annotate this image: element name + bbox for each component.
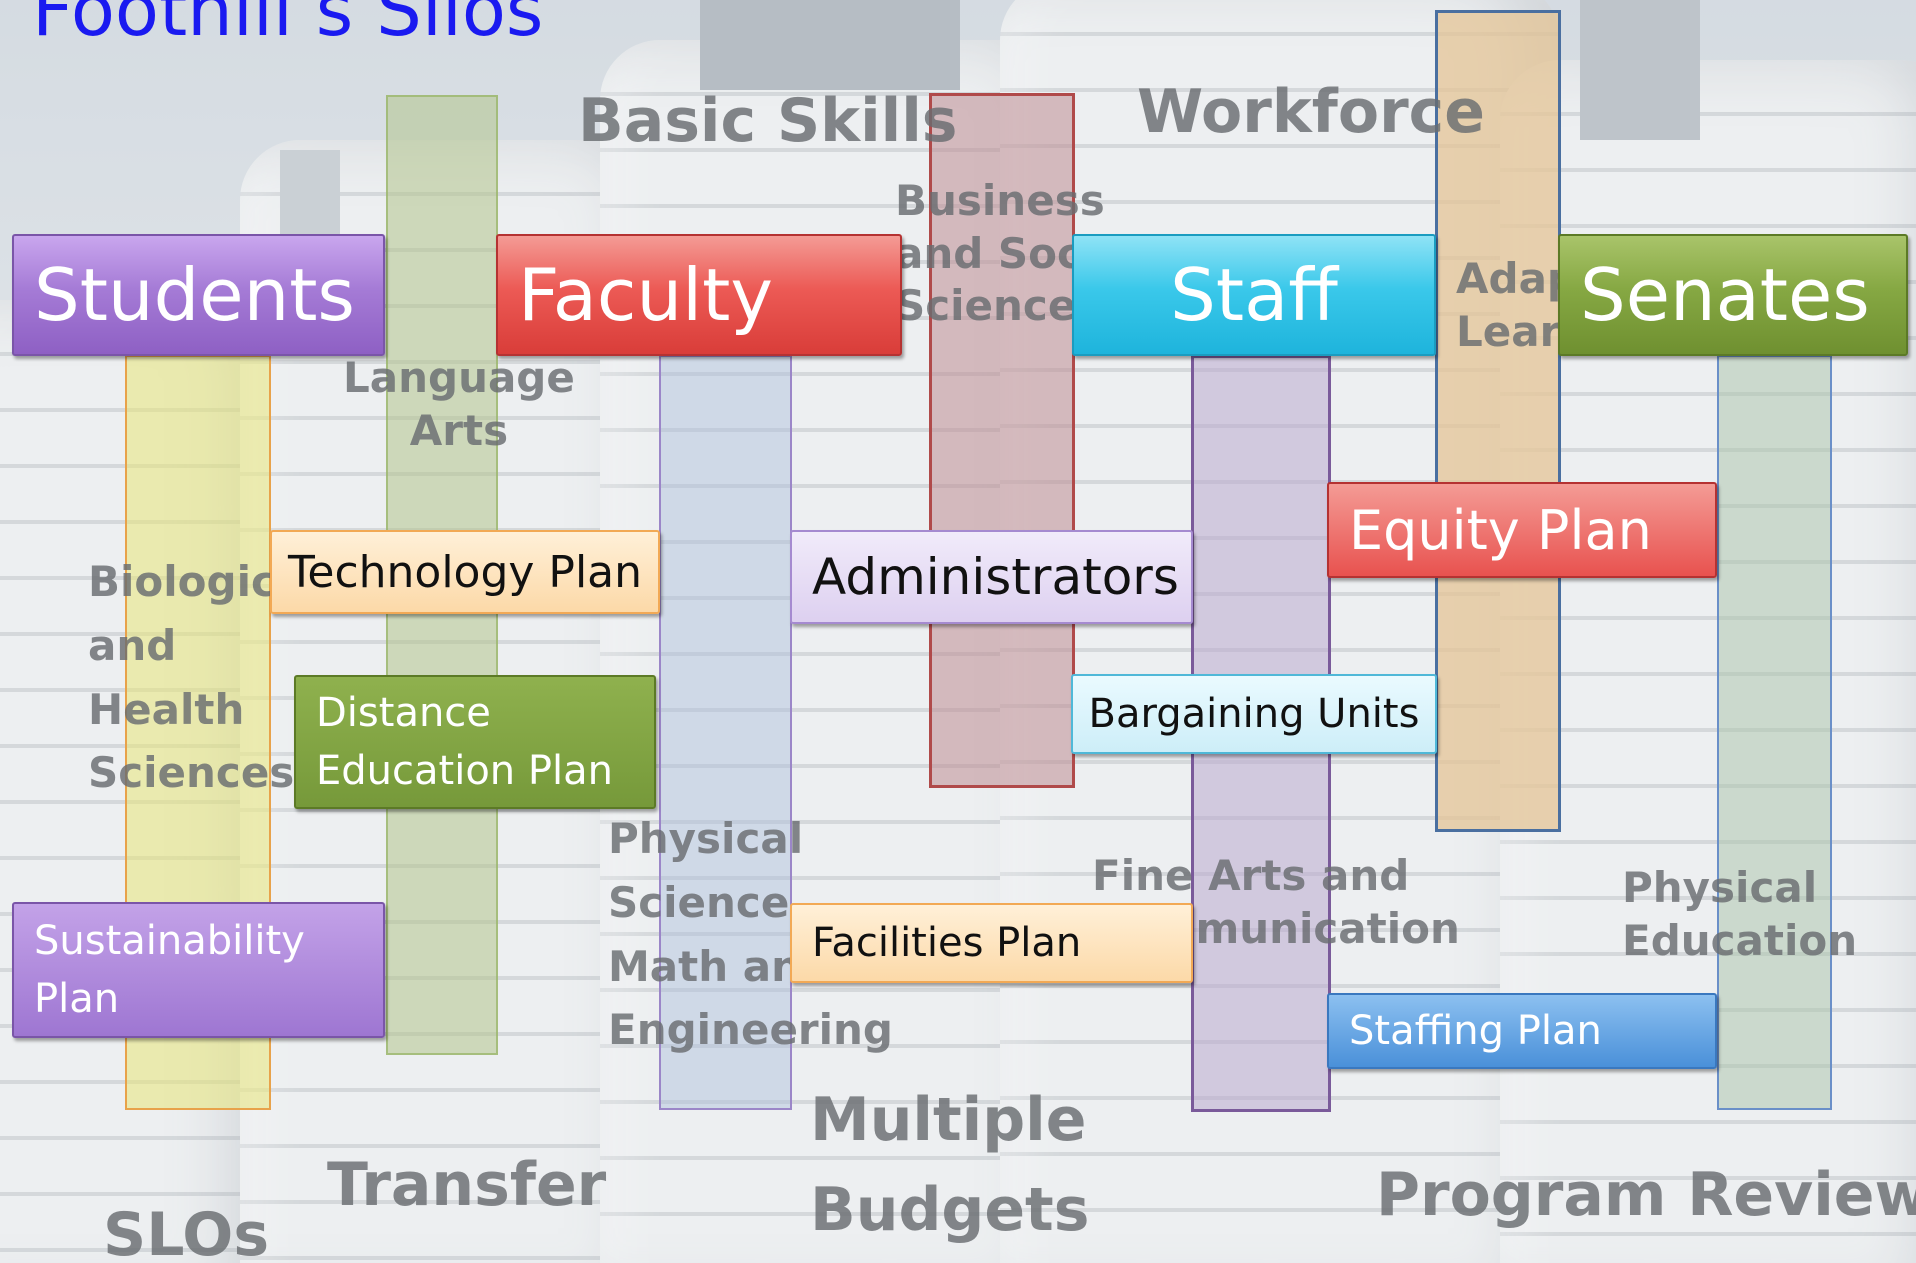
plan-administrators: Administrators	[790, 530, 1193, 624]
silo-column-business	[929, 93, 1075, 788]
division-label-line: Health	[88, 684, 245, 734]
plan-sustainability: Sustainability Plan	[12, 902, 385, 1038]
silo-column-physical-education	[1717, 355, 1832, 1110]
group-students-label: Students	[34, 253, 355, 337]
division-label-workforce: Workforce	[1137, 77, 1485, 147]
slide-title: Foothill’s Silos	[32, 0, 544, 52]
division-label-line: Sciences	[88, 748, 295, 798]
plan-label-line: Plan	[34, 976, 120, 1022]
plan-staffing: Staffing Plan	[1327, 993, 1717, 1069]
group-faculty: Faculty	[496, 234, 902, 356]
division-label-language-arts: Language Arts	[343, 352, 575, 457]
term-program-review: Program Review	[1376, 1160, 1916, 1230]
plan-staffing-label: Staffing Plan	[1349, 1008, 1602, 1054]
division-label-line: Education	[1622, 915, 1858, 965]
silo-column-physical-science	[659, 355, 792, 1110]
plan-distance-education-label: Distance Education Plan	[316, 684, 613, 800]
group-staff: Staff	[1072, 234, 1436, 356]
group-senates: Senates	[1558, 234, 1908, 356]
background-structure	[1580, 0, 1700, 140]
term-line: Budgets	[810, 1175, 1090, 1245]
plan-technology-label: Technology Plan	[287, 546, 643, 598]
term-multiple-budgets: Multiple Budgets	[810, 1075, 1089, 1255]
group-students: Students	[12, 234, 385, 356]
silo-column-adaptive	[1435, 10, 1561, 832]
plan-equity-label: Equity Plan	[1349, 498, 1652, 562]
division-label-physical-education: Physical Education	[1622, 862, 1857, 967]
group-faculty-label: Faculty	[518, 253, 773, 337]
division-label-basic-skills: Basic Skills	[578, 86, 958, 156]
division-label-line: Science,	[608, 877, 806, 927]
plan-distance-education: Distance Education Plan	[294, 675, 656, 809]
term-transfer: Transfer	[327, 1150, 607, 1220]
plan-sustainability-label: Sustainability Plan	[34, 912, 305, 1028]
plan-label-line: Sustainability	[34, 918, 305, 964]
plan-technology: Technology Plan	[270, 530, 660, 614]
group-staff-label: Staff	[1170, 253, 1338, 337]
division-label-line: Business	[895, 176, 1105, 225]
plan-label-line: Distance	[316, 690, 491, 736]
division-label-line: Fine Arts and	[1092, 851, 1410, 900]
plan-administrators-label: Administrators	[812, 548, 1179, 606]
division-label-line: Arts	[409, 405, 509, 455]
plan-equity: Equity Plan	[1327, 482, 1717, 578]
term-line: Multiple	[810, 1085, 1087, 1155]
division-label-line: Physical	[608, 814, 804, 863]
background-structure	[280, 150, 340, 240]
division-label-line: Language	[343, 353, 575, 402]
plan-bargaining-units: Bargaining Units	[1071, 674, 1437, 754]
background-structure	[700, 0, 960, 90]
plan-facilities: Facilities Plan	[790, 903, 1193, 983]
division-label-line: Engineering	[608, 1005, 893, 1055]
plan-facilities-label: Facilities Plan	[812, 920, 1082, 966]
plan-label-line: Education Plan	[316, 748, 613, 794]
term-slos-text: SLOs	[103, 1200, 270, 1263]
division-label-line: Sciences	[895, 281, 1102, 330]
term-slos: SLOs	[103, 1198, 269, 1263]
division-label-line: and	[88, 620, 177, 670]
division-label-line: Physical	[1622, 863, 1818, 912]
group-senates-label: Senates	[1580, 253, 1870, 337]
plan-bargaining-units-label: Bargaining Units	[1088, 691, 1420, 737]
